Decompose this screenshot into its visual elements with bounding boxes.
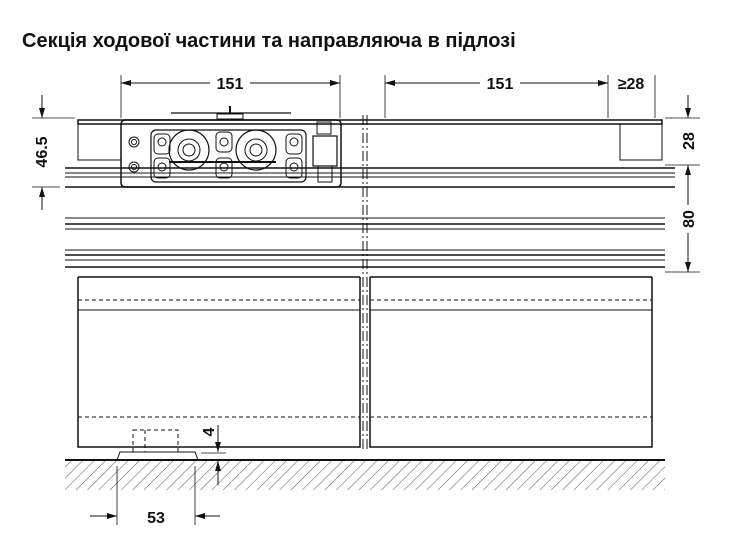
dim-left-width: 151: [217, 76, 244, 93]
dim-right-width: 151: [487, 76, 514, 93]
dim-top-offset: 28: [681, 132, 698, 150]
top-rail: [65, 119, 675, 268]
drawing-title: Секція ходової частини та направляюча в …: [22, 30, 516, 52]
dim-floor-guide-width: 53: [147, 510, 165, 527]
dimension-right-151: 151 ≥28: [384, 75, 656, 118]
doors: [77, 115, 653, 450]
dimension-28-80: 28 80: [665, 95, 700, 273]
left-carriage: [120, 105, 342, 188]
dim-track-height: 46.5: [34, 136, 51, 167]
dim-min-gap: ≥28: [618, 76, 645, 93]
dim-door-offset: 80: [681, 210, 698, 228]
floor-guide: [116, 429, 199, 461]
dimension-46-5: 46.5: [32, 95, 75, 210]
dim-floor-gap: 4: [201, 427, 218, 436]
floor: [65, 459, 665, 490]
dimension-4: 4: [201, 425, 226, 485]
dimension-53: 53: [90, 466, 220, 527]
dimension-left-151: 151: [120, 75, 341, 118]
